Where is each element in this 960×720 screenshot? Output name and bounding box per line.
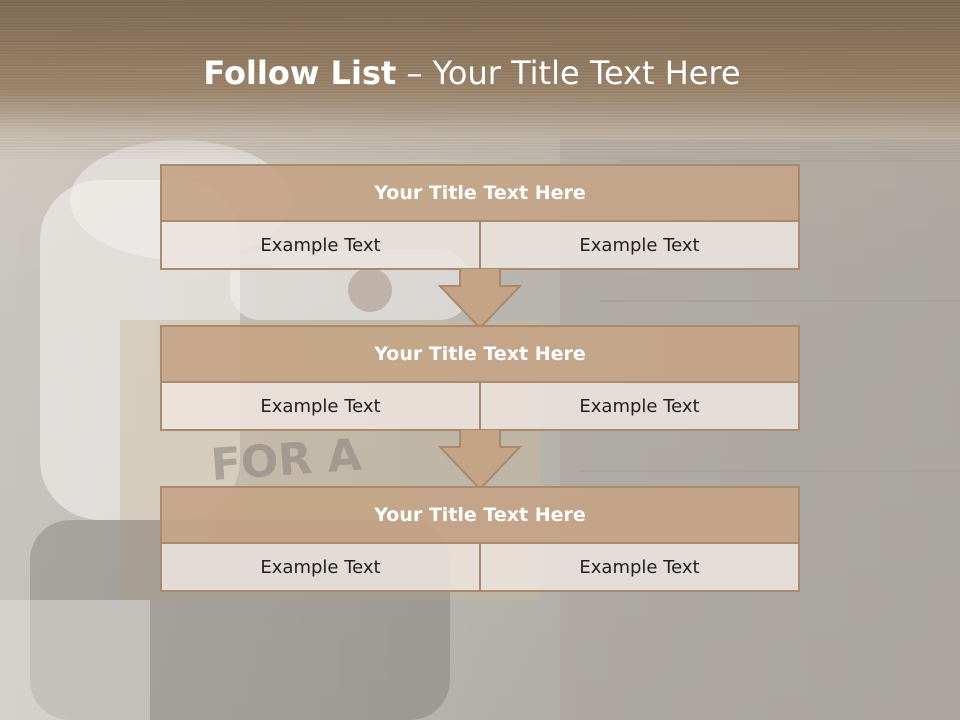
down-arrow-icon	[438, 429, 522, 491]
step-cell-right: Example Text	[479, 383, 798, 429]
background-sign-text: FOR A	[209, 430, 363, 491]
step-cell-right: Example Text	[479, 222, 798, 268]
step-title: Your Title Text Here	[162, 488, 798, 544]
step-row: Example Text Example Text	[162, 544, 798, 590]
step-cell-right: Example Text	[479, 544, 798, 590]
step-title: Your Title Text Here	[162, 327, 798, 383]
header-band	[0, 0, 960, 160]
step-cell-left: Example Text	[162, 544, 479, 590]
title-bold-part: Follow List	[203, 54, 397, 92]
step-title: Your Title Text Here	[162, 166, 798, 222]
step-box-2: Your Title Text Here Example Text Exampl…	[160, 325, 800, 431]
step-row: Example Text Example Text	[162, 383, 798, 429]
title-rest-part: – Your Title Text Here	[396, 54, 741, 92]
step-box-1: Your Title Text Here Example Text Exampl…	[160, 164, 800, 270]
step-box-3: Your Title Text Here Example Text Exampl…	[160, 486, 800, 592]
step-row: Example Text Example Text	[162, 222, 798, 268]
page-title: Follow List – Your Title Text Here	[0, 54, 944, 92]
step-cell-left: Example Text	[162, 383, 479, 429]
step-cell-left: Example Text	[162, 222, 479, 268]
down-arrow-icon	[438, 268, 522, 330]
